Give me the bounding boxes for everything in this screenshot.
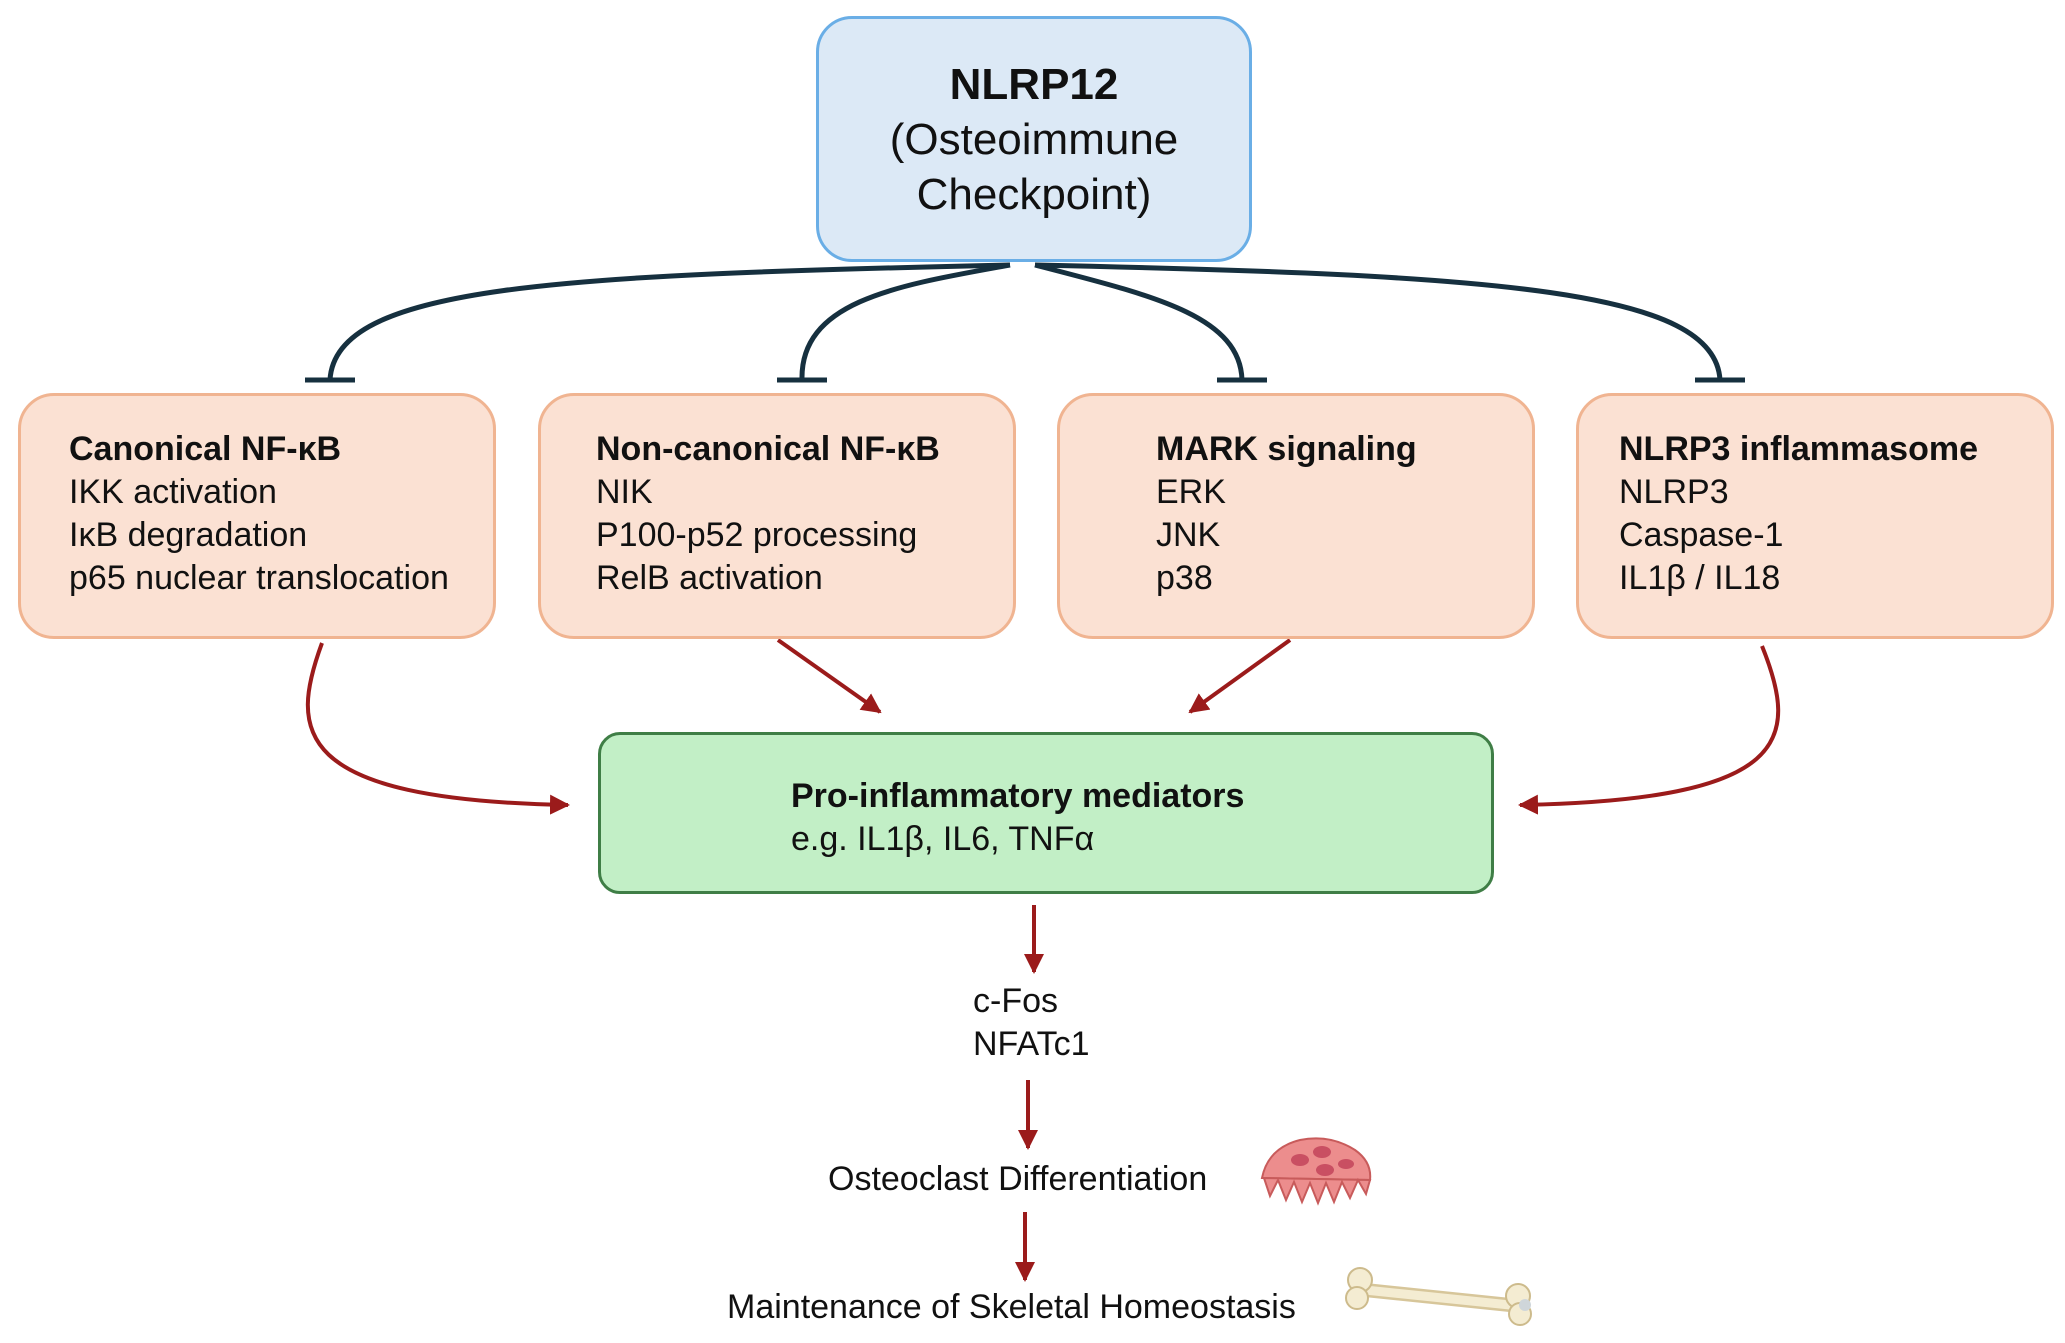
pathway-title: Canonical NF-κB (69, 430, 342, 468)
osteoclast-differentiation-label: Osteoclast Differentiation (828, 1160, 1208, 1198)
nlrp12-subtitle-line2: Checkpoint) (916, 169, 1152, 219)
pathway-item: P100-p52 processing (596, 516, 918, 554)
pathway-title: Non-canonical NF-κB (596, 430, 940, 468)
arrow-canonical-to-mediators (305, 642, 570, 815)
mediators-title: Pro-inflammatory mediators (791, 777, 1245, 815)
arrow-noncanonical-to-mediators (776, 638, 882, 714)
osteoclast-cell-icon (1260, 1137, 1372, 1206)
skeletal-homeostasis-label: Maintenance of Skeletal Homeostasis (727, 1288, 1296, 1326)
nlrp3-inflammasome-box: NLRP3 inflammasome NLRP3 Caspase-1 IL1β … (1576, 393, 2054, 639)
inhibit-mark-curve (1034, 262, 1245, 381)
pathway-item: ERK (1156, 473, 1226, 511)
pathway-item: NIK (596, 473, 653, 511)
noncanonical-nfkb-box: Non-canonical NF-κB NIK P100-p52 process… (538, 393, 1016, 639)
pathway-title: MARK signaling (1156, 430, 1417, 468)
nlrp12-box: NLRP12 (Osteoimmune Checkpoint) (816, 16, 1252, 262)
pathway-item: IκB degradation (69, 516, 308, 554)
inhibition-connectors (305, 262, 1745, 383)
pathway-item: Caspase-1 (1619, 516, 1784, 554)
pathway-item: JNK (1156, 516, 1221, 554)
canonical-nfkb-box: Canonical NF-κB IKK activation IκB degra… (18, 393, 496, 639)
arrow-mark-to-mediators (1188, 638, 1292, 714)
arrow-nlrp3-to-mediators (1518, 645, 1781, 815)
cfos-label: c-Fos (973, 982, 1058, 1020)
activation-arrows (305, 638, 1781, 1282)
mediators-text: e.g. IL1β, IL6, TNFα (791, 820, 1095, 858)
pathway-item: RelB activation (596, 559, 823, 597)
pathway-item: NLRP3 (1619, 473, 1729, 511)
nfatc1-label: NFATc1 (973, 1025, 1090, 1063)
pathway-item: p65 nuclear translocation (69, 559, 449, 597)
mark-signaling-box: MARK signaling ERK JNK p38 (1057, 393, 1535, 639)
pathway-item: IL1β / IL18 (1619, 559, 1781, 597)
inhibit-canonical-curve (327, 262, 1011, 381)
bone-icon (1345, 1267, 1532, 1326)
inhibit-noncanonical-curve (799, 262, 1011, 381)
pathway-item: IKK activation (69, 473, 277, 511)
pathway-item: p38 (1156, 559, 1213, 597)
nlrp12-subtitle-line1: (Osteoimmune (889, 114, 1179, 164)
nlrp12-title: NLRP12 (949, 59, 1119, 109)
inhibit-nlrp3-curve (1034, 262, 1723, 381)
mediators-box: Pro-inflammatory mediators e.g. IL1β, IL… (598, 732, 1494, 894)
pathway-title: NLRP3 inflammasome (1619, 430, 1978, 468)
